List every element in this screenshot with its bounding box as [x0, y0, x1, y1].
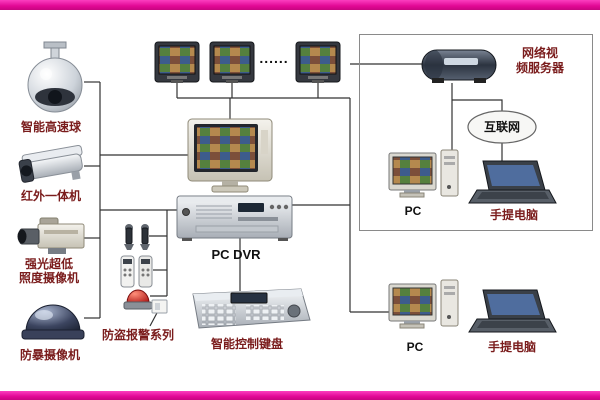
label-net-server-line1: 网络视: [521, 46, 559, 60]
network-group-box: [359, 34, 593, 231]
label-ir-camera: 红外一体机: [20, 189, 82, 203]
label-ellipsis: ......: [259, 50, 289, 66]
bottom-border-band: [0, 391, 600, 400]
pc-workstation-bottom: [388, 279, 459, 329]
bullet-camera: [18, 145, 83, 183]
door-sensor: [151, 299, 168, 314]
internet-cloud: [467, 110, 537, 144]
alarm-strobe: [123, 289, 153, 310]
label-lowlux-line2: 照度摄像机: [18, 271, 80, 285]
label-pc-top: PC: [404, 204, 422, 218]
connection-lines: [84, 63, 503, 327]
laptop-top: [468, 160, 557, 204]
label-internet: 互联网: [483, 120, 521, 134]
control-keyboard: [192, 288, 311, 329]
box-camera: [17, 217, 85, 254]
label-net-server-line2: 频服务器: [515, 61, 565, 75]
wall-monitor-2: [209, 41, 255, 83]
wall-monitor-3: [295, 41, 341, 83]
remote-control-1: [120, 255, 135, 288]
label-speed-dome: 智能高速球: [20, 120, 82, 134]
laptop-bottom: [468, 289, 557, 333]
wall-monitor-1: [154, 41, 200, 83]
label-control-keyboard: 智能控制键盘: [210, 337, 284, 351]
label-pc-bottom: PC: [406, 340, 424, 354]
crt-monitor: [187, 118, 273, 193]
label-alarm-series: 防盗报警系列: [101, 328, 175, 342]
remote-control-2: [138, 255, 153, 288]
label-laptop-top: 手提电脑: [489, 208, 539, 222]
alarm-microphone-2: [140, 224, 150, 250]
speed-dome-camera: [27, 41, 83, 113]
vandal-dome-camera: [21, 304, 85, 340]
pc-workstation-top: [388, 149, 459, 198]
label-laptop-bottom: 手提电脑: [487, 340, 537, 354]
label-pc-dvr: PC DVR: [211, 247, 261, 262]
label-vandal-dome: 防暴摄像机: [19, 348, 81, 362]
top-border-band: [0, 0, 600, 10]
network-video-server: [421, 49, 497, 83]
pc-dvr-unit: [176, 195, 293, 241]
alarm-microphone-1: [124, 224, 134, 250]
label-lowlux-line1: 强光超低: [24, 257, 74, 271]
